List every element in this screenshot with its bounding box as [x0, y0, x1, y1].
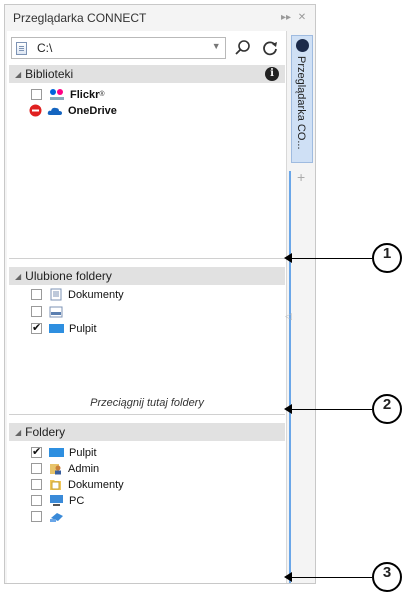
accent-line [289, 171, 291, 583]
list-item[interactable]: Pulpit [31, 445, 97, 460]
user-icon [50, 464, 61, 475]
document-folder-icon [50, 288, 62, 301]
file-icon [16, 41, 27, 55]
folder-label: Admin [68, 462, 100, 475]
libraries-title: Biblioteki [25, 67, 74, 81]
onedrive-icon [47, 107, 62, 115]
pc-icon [50, 495, 63, 506]
collapse-icon[interactable]: ◢ [15, 427, 22, 437]
arrow-head [284, 253, 292, 263]
tab-connect-browser[interactable]: Przeglądarka CO... [291, 35, 313, 163]
flickr-icon [50, 88, 64, 100]
callout-line [290, 409, 372, 410]
section-divider [9, 258, 285, 259]
folder-label: Pulpit [69, 322, 97, 335]
pin-button[interactable]: ▸▸ [280, 12, 292, 23]
callout-2: 2 [372, 394, 402, 424]
folder-label: Dokumenty [68, 478, 124, 491]
browser-content: C:\ ▼ ◢ Biblioteki i [7, 31, 287, 583]
list-item[interactable]: Pulpit [31, 321, 97, 336]
docker-tab-strip: Przeglądarka CO... + ◁ [285, 31, 315, 583]
path-bar: C:\ ▼ [11, 37, 281, 59]
resize-grip-icon[interactable]: ◁ [285, 311, 292, 321]
list-item[interactable]: Dokumenty [31, 287, 124, 302]
checkbox[interactable] [31, 306, 42, 317]
library-label: OneDrive [68, 104, 117, 117]
panel-title: Przeglądarka CONNECT [13, 11, 147, 25]
desktop-folder-icon [49, 324, 64, 333]
no-entry-icon [29, 104, 42, 117]
list-item[interactable]: Admin [31, 461, 99, 476]
checkbox[interactable] [31, 445, 42, 458]
folders-header[interactable]: ◢ Foldery [9, 423, 285, 441]
path-combobox[interactable]: C:\ ▼ [11, 37, 226, 59]
section-divider [9, 414, 285, 415]
callout-line [290, 258, 372, 259]
path-value[interactable]: C:\ [37, 41, 53, 55]
connect-icon [296, 39, 309, 52]
checkbox[interactable] [31, 511, 42, 522]
add-tab-button[interactable]: + [297, 169, 306, 185]
collapse-icon[interactable]: ◢ [15, 69, 22, 79]
checkbox[interactable] [31, 289, 42, 300]
list-item[interactable]: Dokumenty [31, 477, 124, 492]
drop-hint: Przeciągnij tutaj foldery [90, 397, 204, 409]
folder-label: PC [69, 494, 85, 507]
folders-title: Foldery [25, 425, 66, 439]
image-folder-icon [49, 306, 63, 317]
collapse-icon[interactable]: ◢ [15, 271, 22, 281]
checkbox[interactable] [31, 321, 42, 334]
folder-label: Pulpit [69, 446, 97, 459]
close-button[interactable]: ✕ [297, 12, 307, 23]
list-item[interactable] [31, 304, 68, 319]
list-item[interactable]: OneDrive [29, 103, 117, 118]
tab-label: Przeglądarka CO... [295, 56, 307, 150]
refresh-icon [263, 41, 278, 56]
title-bar: Przeglądarka CONNECT ▸▸ ✕ [5, 5, 315, 31]
list-item[interactable]: Flickr® [31, 87, 105, 102]
checkbox[interactable] [31, 495, 42, 506]
list-item[interactable] [31, 509, 70, 524]
favorites-title: Ulubione foldery [25, 269, 112, 283]
search-icon [234, 40, 250, 55]
network-icon [50, 513, 63, 522]
checkbox[interactable] [31, 463, 42, 474]
callout-1: 1 [372, 243, 402, 273]
folder-icon [50, 480, 61, 490]
callout-3: 3 [372, 562, 402, 592]
chevron-down-icon[interactable]: ▼ [211, 41, 221, 51]
list-item[interactable]: PC [31, 493, 84, 508]
arrow-head [284, 572, 292, 582]
library-label: Flickr [70, 88, 100, 101]
favorites-header[interactable]: ◢ Ulubione foldery [9, 267, 285, 285]
connect-browser-panel: Przeglądarka CONNECT ▸▸ ✕ C:\ ▼ [4, 4, 316, 584]
libraries-header[interactable]: ◢ Biblioteki i [9, 65, 285, 83]
arrow-head [284, 404, 292, 414]
refresh-button[interactable] [259, 37, 281, 59]
registered-mark: ® [99, 91, 105, 98]
checkbox[interactable] [31, 89, 42, 100]
search-button[interactable] [232, 37, 254, 59]
desktop-folder-icon [49, 448, 64, 457]
callout-line [290, 577, 372, 578]
info-icon[interactable]: i [265, 67, 279, 81]
folder-label: Dokumenty [68, 288, 124, 301]
checkbox[interactable] [31, 479, 42, 490]
